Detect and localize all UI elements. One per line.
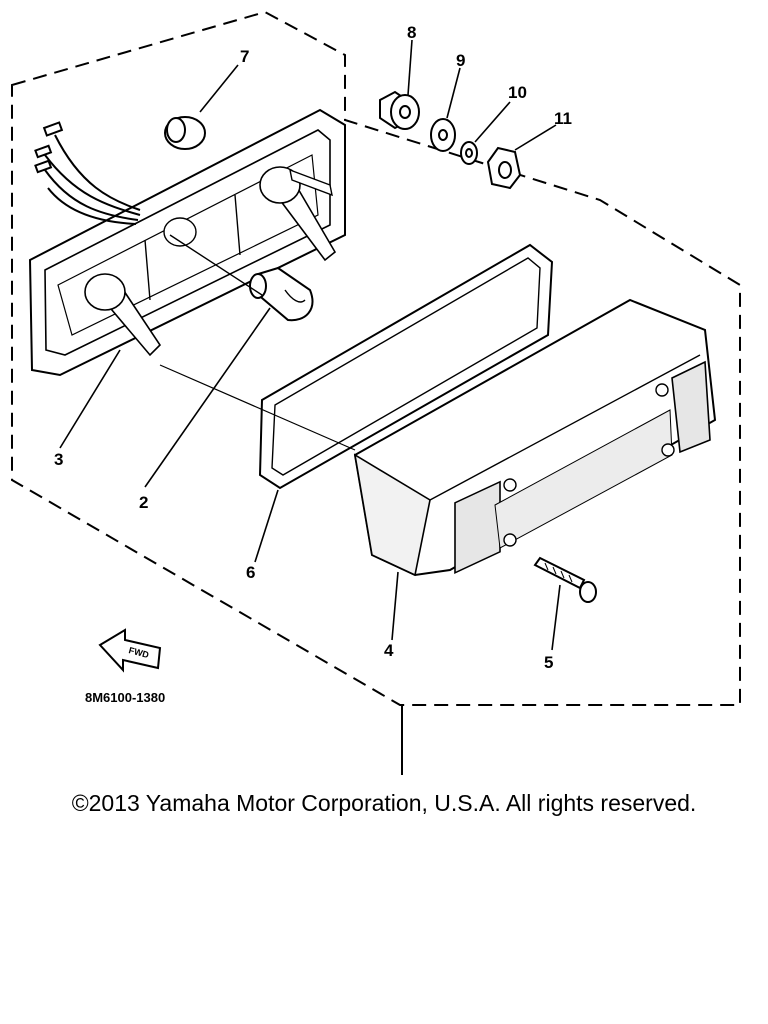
- leader-9: [446, 67, 461, 119]
- assembly-boundary-dashed: [11, 10, 741, 706]
- callout-11: 11: [554, 109, 572, 128]
- callout-2: 2: [139, 493, 148, 512]
- leader-3: [59, 349, 121, 449]
- callout-5: 5: [544, 653, 553, 672]
- leader-5: [551, 584, 561, 651]
- exploded-parts-diagram: FWD 2 3 4 5 6 7 8 9 10 11 8M6100-1380: [11, 10, 741, 775]
- copyright-notice: ©2013 Yamaha Motor Corporation, U.S.A. A…: [71, 790, 697, 816]
- diagram-part-number: 8M6100-1380: [85, 690, 165, 705]
- wire-harness: [34, 121, 141, 225]
- leader-4: [391, 571, 399, 641]
- gasket: [258, 243, 554, 490]
- bulb-guide-line: [169, 234, 263, 296]
- leader-11: [514, 124, 557, 151]
- grommet: [164, 116, 206, 150]
- callout-6: 6: [246, 563, 255, 582]
- fwd-arrow-icon: FWD: [98, 628, 162, 673]
- callout-10: 10: [508, 83, 527, 102]
- callout-7: 7: [240, 47, 249, 66]
- leader-6: [254, 489, 279, 563]
- leader-8: [407, 39, 413, 96]
- leader-2: [144, 307, 271, 488]
- callout-3: 3: [54, 450, 63, 469]
- screw: [533, 556, 597, 603]
- nut-and-washer-set: [379, 90, 522, 190]
- callout-4: 4: [384, 641, 394, 660]
- callout-8: 8: [407, 23, 416, 42]
- callout-9: 9: [456, 51, 465, 70]
- leader-10: [474, 101, 511, 143]
- lens: [353, 298, 717, 577]
- housing-guide-line: [159, 364, 356, 451]
- lamp-housing: [28, 108, 346, 377]
- leader-7: [199, 64, 239, 113]
- bulb: [249, 266, 314, 322]
